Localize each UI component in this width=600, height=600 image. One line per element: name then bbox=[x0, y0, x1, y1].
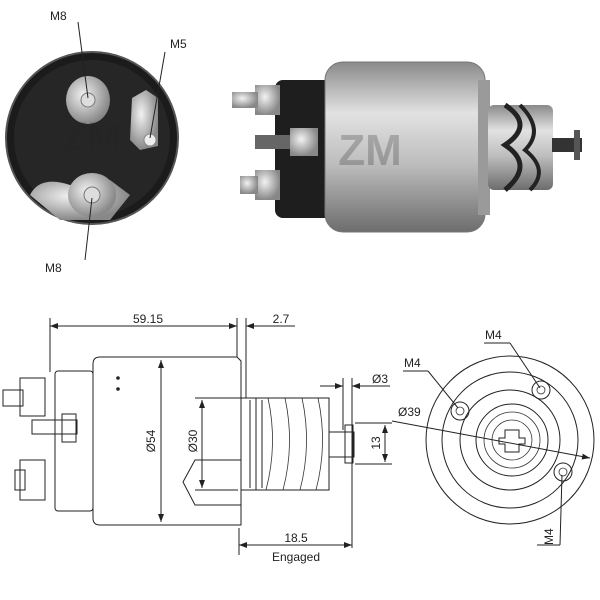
dim-flange-diameter: Ø39 bbox=[398, 405, 421, 419]
dim-pin-height: 13 bbox=[369, 436, 383, 450]
dim-body-diameter: Ø54 bbox=[144, 429, 158, 452]
dim-stroke-note: Engaged bbox=[272, 550, 320, 564]
rear-view-photo: ZM M8 M5 M8 bbox=[5, 9, 187, 275]
dim-stroke: 18.5 bbox=[284, 531, 308, 545]
label-m4-left: M4 bbox=[404, 356, 421, 370]
label-m8-bottom: M8 bbox=[45, 261, 62, 275]
label-m4-top: M4 bbox=[485, 328, 502, 342]
dim-pin-diameter: Ø3 bbox=[372, 372, 388, 386]
end-view-drawing: Ø39 M4 M4 M4 bbox=[391, 328, 595, 546]
label-m8-top: M8 bbox=[50, 9, 67, 23]
dim-plunger-diameter: Ø30 bbox=[186, 429, 200, 452]
label-m4-bottom: M4 bbox=[542, 528, 556, 545]
side-view-photo: ZM bbox=[232, 61, 582, 233]
dim-gap: 2.7 bbox=[273, 312, 290, 326]
watermark-logo: ZM bbox=[63, 115, 121, 159]
side-drawing: 59.15 2.7 Ø54 Ø30 Ø3 13 18.5 Engaged bbox=[2, 312, 392, 564]
label-m5: M5 bbox=[170, 37, 187, 51]
dim-overall-length: 59.15 bbox=[133, 312, 163, 326]
watermark-logo-side: ZM bbox=[338, 126, 402, 175]
